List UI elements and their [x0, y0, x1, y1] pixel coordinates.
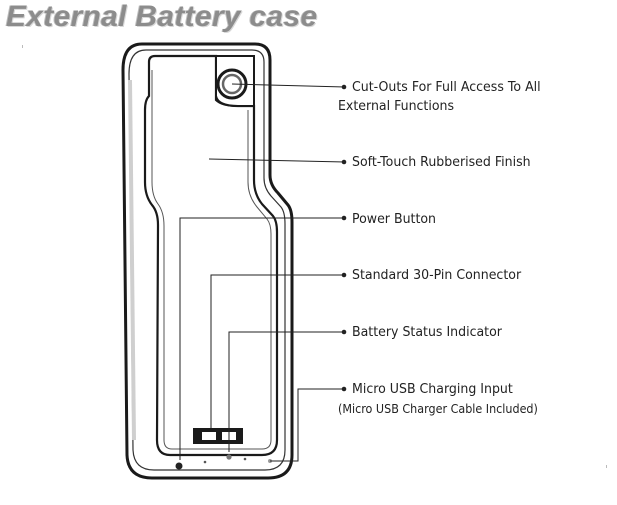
bottom-dot-1 — [203, 460, 207, 464]
callout-cutouts-line1: Cut-Outs For Full Access To All — [352, 79, 541, 95]
callout-connector: Standard 30-Pin Connector — [352, 267, 522, 283]
callout-power: Power Button — [352, 211, 437, 227]
case-inner-contour — [151, 70, 272, 450]
callout-finish: Soft-Touch Rubberised Finish — [352, 154, 531, 170]
leader-cutouts — [231, 83, 346, 88]
case-side-shading — [128, 79, 136, 441]
bottom-dot-2 — [243, 457, 247, 461]
callout-cutouts-line2: External Functions — [338, 98, 455, 114]
leader-connector — [210, 274, 345, 428]
case-mid-outline — [128, 49, 286, 471]
leader-status — [228, 331, 345, 452]
bullet-cutouts — [341, 84, 347, 90]
leader-finish — [208, 158, 346, 163]
leader-power — [179, 217, 345, 460]
callout-status: Battery Status Indicator — [352, 324, 502, 340]
bullet-usb — [341, 386, 347, 392]
connector-slot-left — [202, 432, 216, 440]
status-led-dot — [226, 454, 232, 460]
leader-usb — [270, 388, 345, 462]
diagram-title: External Battery case — [6, 0, 318, 33]
callout-usb-line2: (Micro USB Charger Cable Included) — [338, 402, 538, 416]
bullet-finish — [341, 159, 347, 165]
speck-right — [606, 465, 607, 468]
power-button-dot — [175, 462, 183, 470]
bullet-status — [341, 329, 347, 335]
bullet-connector — [341, 272, 347, 278]
callout-usb-line1: Micro USB Charging Input — [352, 381, 513, 397]
speck-left — [22, 45, 23, 48]
bullet-power — [341, 215, 347, 221]
